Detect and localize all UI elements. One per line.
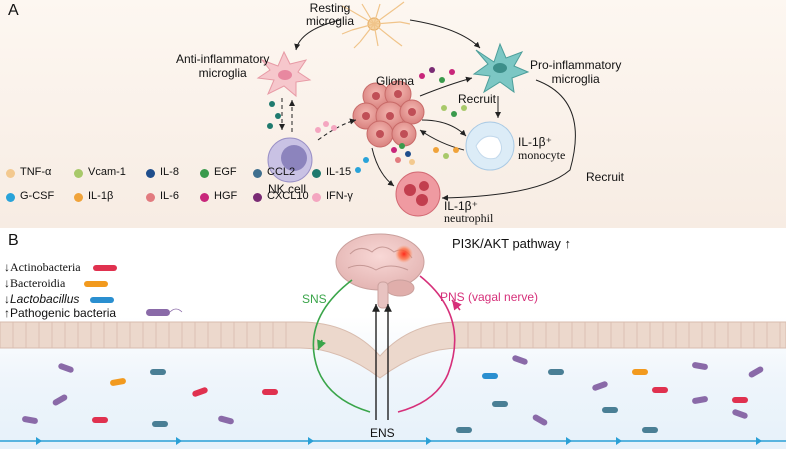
arrow-nk-to-glioma [317,118,357,141]
legend-label: IL-15 [326,166,352,178]
il1b-monocyte-cell [465,121,515,171]
pathogenic-bacteria-swatch [146,308,183,316]
ens-nodes [36,437,762,445]
anti-inflammatory-microglia-cell [256,50,312,98]
tumor-spot-icon [395,245,413,263]
legend-label: Vcam-1 [88,166,126,178]
legend-label: EGF [214,166,237,178]
gut-epithelium [0,321,786,379]
nk-cell [267,137,313,183]
cytokine-dots [267,67,467,173]
monocyte-label: IL-1β⁺monocyte [518,135,566,162]
legend-label: IL-1β [88,190,114,202]
nk-cell-label: NK cell [268,182,307,196]
legend-label: CCL2 [267,166,296,178]
arrow-glioma-to-pro [419,76,473,97]
recruit-label-2: Recruit [586,170,625,184]
bacteroidia-swatch [84,281,108,287]
legend-dot [146,169,155,178]
legend-dot [6,169,15,178]
legend-dot [200,169,209,178]
bacteria-item-actinobacteria: ↓Actinobacteria [4,260,81,274]
legend-dot [6,193,15,202]
pi3k-akt-label: PI3K/AKT pathway ↑ [452,236,571,251]
neutrophil-label: IL-1β⁺neutrophil [444,199,494,225]
epithelium-cells [0,322,781,348]
pns-label: PNS (vagal nerve) [440,290,539,304]
pns-arrow [397,275,456,413]
legend-label: HGF [214,190,238,202]
arrow-resting-to-anti [294,19,341,51]
bacteria-item-bacteroidia: ↓Bacteroidia [4,276,66,290]
sns-arrow [312,279,371,413]
legend-label: IL-6 [160,190,179,202]
bacteria-item-lactobacillus: ↓Lactobacillus [4,292,80,306]
legend-label: CXCL10 [267,190,309,202]
pro-inflammatory-microglia-cell [472,42,530,94]
glioma-cluster [352,80,425,148]
arrow-resting-to-pro [409,19,481,49]
legend-dot [200,193,209,202]
arrow-recruit-neutrophil [441,79,576,201]
il1b-neutrophil-cell [395,171,441,217]
ens-label: ENS [370,426,395,440]
legend-dot [253,193,262,202]
actinobacteria-swatch [93,265,117,271]
legend-dot [253,169,262,178]
resting-microglia-cell [341,1,411,49]
sns-label: SNS [302,292,327,306]
legend-dot [74,169,83,178]
legend-label: G-CSF [20,190,55,202]
bacteria-item-pathogenic: ↑Pathogenic bacteria [4,306,117,320]
legend-label: IFN-γ [326,190,353,202]
lactobacillus-swatch [90,297,114,303]
legend-dot [312,193,321,202]
arrow-glioma-to-neutrophil [371,147,395,187]
legend-label: TNF-α [20,166,52,178]
legend-label: IL-8 [160,166,179,178]
gut-bacteria [22,355,764,433]
panel-b-letter: B [8,232,19,249]
legend-dot [74,193,83,202]
glioma-label: Glioma [376,74,415,88]
panel-a-letter: A [8,2,19,19]
arrow-monocyte-to-glioma [419,129,465,151]
legend-dot [312,169,321,178]
recruit-label-1: Recruit [458,92,497,106]
arrow-glioma-to-monocyte [421,119,467,137]
brain-illustration [335,233,425,309]
legend-dot [146,193,155,202]
